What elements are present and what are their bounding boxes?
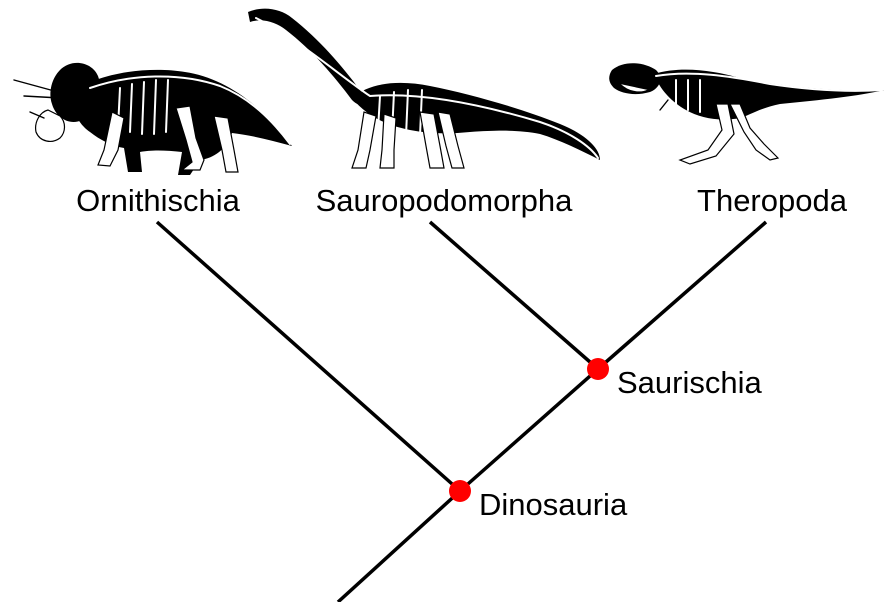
node-dinosauria bbox=[449, 480, 471, 502]
branch-sauropodomorpha bbox=[430, 222, 598, 369]
taxon-label-sauropodomorpha: Sauropodomorpha bbox=[316, 183, 574, 218]
node-label-dinosauria: Dinosauria bbox=[479, 487, 628, 522]
branch-saurischia bbox=[460, 369, 598, 491]
sauropod-skeleton-icon bbox=[248, 9, 600, 168]
root-branch bbox=[338, 491, 460, 602]
branch-ornithischia bbox=[157, 222, 460, 491]
taxon-label-ornithischia: Ornithischia bbox=[76, 183, 240, 218]
taxon-label-theropoda: Theropoda bbox=[697, 183, 848, 218]
theropod-skeleton-icon bbox=[609, 63, 884, 164]
node-saurischia bbox=[587, 358, 609, 380]
triceratops-skeleton-icon bbox=[14, 63, 292, 175]
branch-theropoda bbox=[598, 222, 766, 369]
node-label-saurischia: Saurischia bbox=[617, 365, 762, 400]
